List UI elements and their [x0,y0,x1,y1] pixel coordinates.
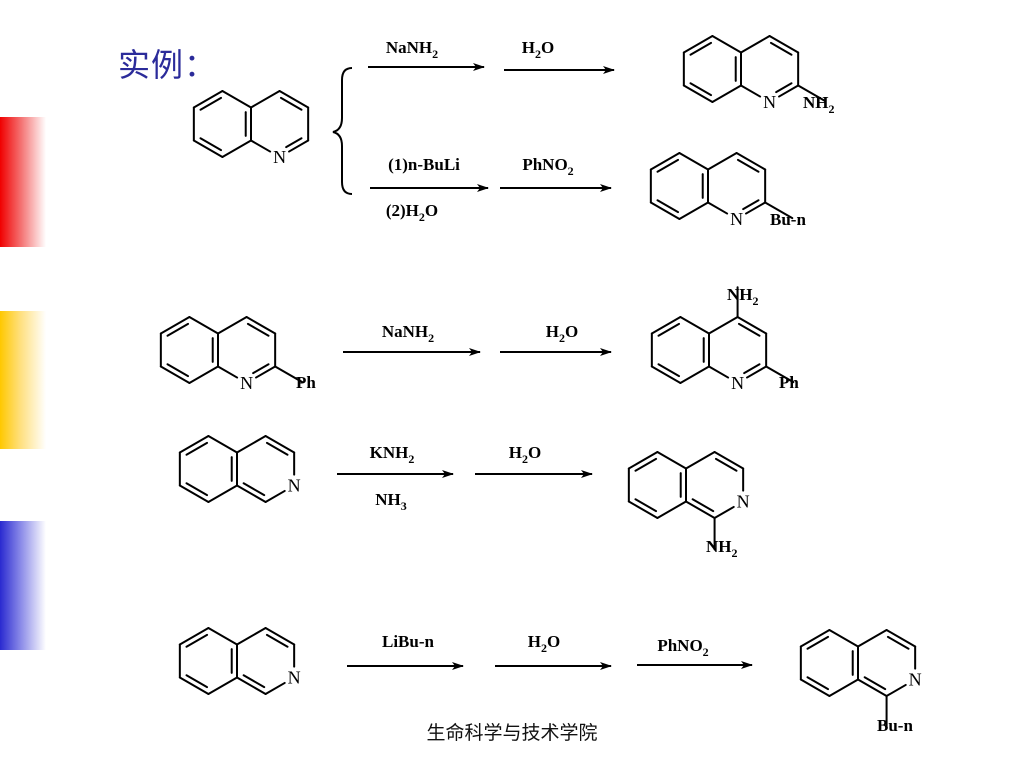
nitrogen-atom-label: N [730,209,743,229]
decor-bar-red [0,117,46,247]
footer-institution: 生命科学与技术学院 [426,722,598,744]
2-phenylquinoline-start: N [159,316,304,393]
reagent-r3-step1-above: KNH2 [370,443,415,466]
reagent-r1b-step1-above: (1)n-BuLi [388,155,460,174]
r3-product-nh2: NH2 [706,537,738,560]
product-4-amino-2-phenylquinoline: N [650,286,795,393]
product-2-aminoquinoline: N [682,35,827,112]
reagent-r1b-step1-below: (2)H2O [386,201,438,224]
reagent-r2-step1: NaNH2 [382,322,434,345]
isoquinoline-start-r4: N [178,627,301,695]
r1a-product-nh2: NH2 [803,93,835,116]
reagent-r3-step2: H2O [509,443,541,466]
product-1-aminoisoquinoline: N [627,451,750,551]
quinoline-start-r1: N [192,90,310,167]
reagent-r1b-step2: PhNO2 [522,155,573,178]
reagent-r4-step3: PhNO2 [657,636,708,659]
nitrogen-atom-label: N [288,668,301,688]
product-1-butylisoquinoline: N [799,629,922,729]
nitrogen-atom-label: N [240,373,253,393]
nitrogen-atom-label: N [763,92,776,112]
reagent-r4-step2: H2O [528,632,560,655]
decor-bar-yellow [0,311,46,449]
r2-start-ph: Ph [296,373,316,392]
reagent-r2-step2: H2O [546,322,578,345]
reagent-r4-step1: LiBu-n [382,632,435,651]
nitrogen-atom-label: N [737,492,750,512]
nitrogen-atom-label: N [288,476,301,496]
decor-bar-blue [0,521,46,650]
nitrogen-atom-label: N [909,670,922,690]
reagent-r1a-step1: NaNH2 [386,38,438,61]
reagent-r3-step1-below: NH3 [375,490,407,513]
reagent-r1a-step2: H2O [522,38,554,61]
r2-product-nh2: NH2 [727,285,759,308]
nitrogen-atom-label: N [731,373,744,393]
isoquinoline-start-r3: N [178,435,301,503]
product-2-butylquinoline: N [649,152,794,229]
slide-title: 实例： [118,46,218,84]
r1b-product-bun: Bu-n [770,210,806,229]
branch-brace [332,67,353,195]
nitrogen-atom-label: N [273,147,286,167]
